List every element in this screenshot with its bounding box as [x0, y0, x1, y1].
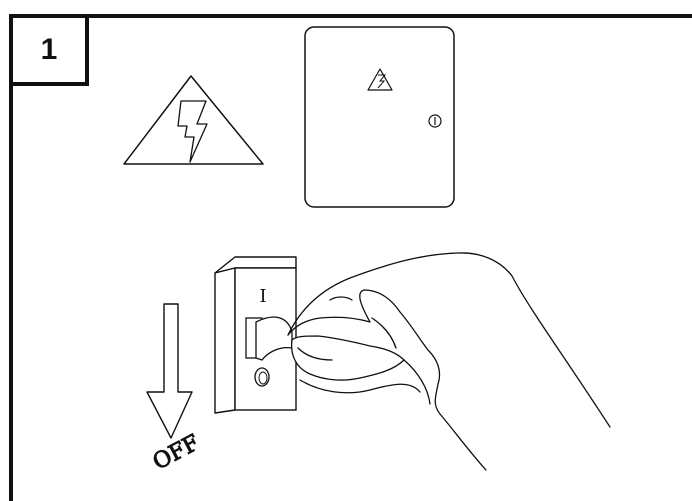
- hand-icon: [287, 252, 611, 471]
- switch-on-label: I: [259, 286, 266, 307]
- step-number-box: 1: [9, 14, 89, 86]
- down-arrow-icon: [146, 303, 193, 439]
- high-voltage-warning-icon: [123, 75, 264, 165]
- power-switch: I: [214, 256, 297, 414]
- step-number: 1: [40, 33, 58, 66]
- panel-border: [9, 14, 692, 501]
- switch-off-marker: [254, 367, 270, 387]
- off-label: OFF: [149, 430, 204, 475]
- electrical-cabinet-icon: [304, 26, 455, 208]
- cabinet-lock-icon: [428, 114, 442, 128]
